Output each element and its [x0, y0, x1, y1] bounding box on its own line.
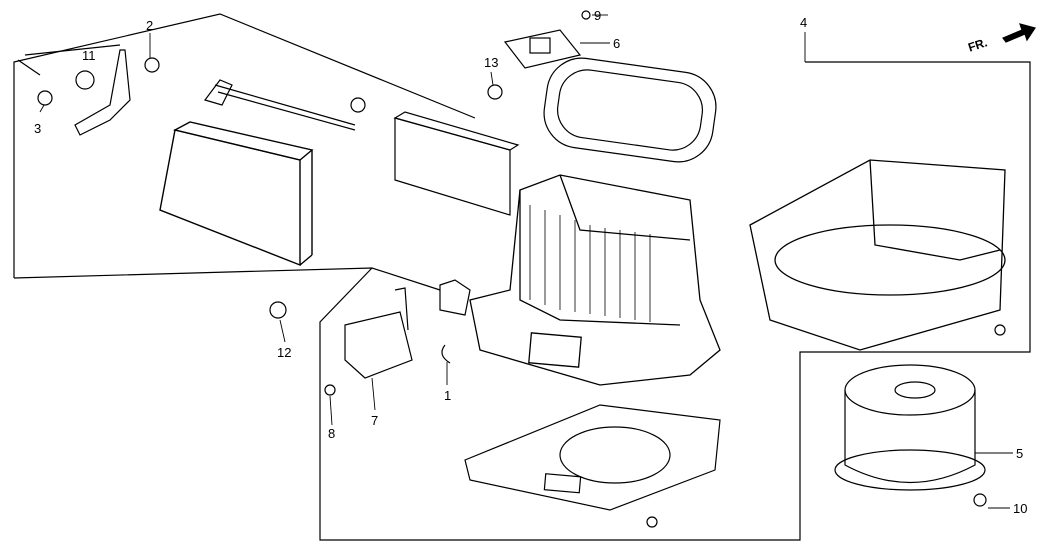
filter-part [159, 121, 314, 267]
clip-1 [441, 344, 451, 364]
lever-part [17, 44, 131, 136]
bottom-plate [464, 404, 721, 511]
callout-4: 4 [800, 15, 808, 30]
callout-6: 6 [613, 36, 621, 51]
screw-9 [581, 10, 591, 20]
callout-2: 2 [146, 18, 154, 33]
screw-10 [973, 493, 987, 507]
callout-5: 5 [1016, 446, 1024, 461]
callout-9: 9 [594, 8, 602, 23]
link-part [350, 97, 366, 113]
callout-13: 13 [484, 55, 499, 70]
callout-7: 7 [371, 413, 379, 428]
nut-13 [487, 84, 503, 100]
resistor-6 [503, 29, 582, 69]
bracket-part [439, 279, 471, 316]
intake-housing [469, 174, 721, 386]
screw-8 [324, 384, 336, 396]
front-arrow-icon [1002, 23, 1036, 43]
callout-3: 3 [34, 121, 42, 136]
callout-11: 11 [82, 48, 96, 63]
clip-11 [75, 70, 95, 90]
blower-housing [749, 159, 1006, 351]
screw-12 [269, 301, 287, 319]
group-boundary-left [13, 13, 476, 278]
shaft-part [204, 79, 356, 131]
gasket-part [543, 57, 717, 163]
blower-motor-5 [834, 364, 986, 491]
nut-2 [144, 57, 160, 73]
group-boundary-right [319, 61, 1031, 541]
callout-8: 8 [328, 426, 336, 441]
group-boundary-main [13, 267, 441, 291]
callout-12: 12 [277, 345, 292, 360]
door-part [393, 111, 520, 216]
nut-3 [37, 90, 53, 106]
screw-housing [994, 324, 1006, 336]
actuator-7 [344, 287, 413, 379]
callout-1: 1 [444, 388, 452, 403]
callout-10: 10 [1013, 501, 1028, 516]
leader-lines [39, 14, 1013, 509]
screw-bottom [646, 516, 658, 528]
